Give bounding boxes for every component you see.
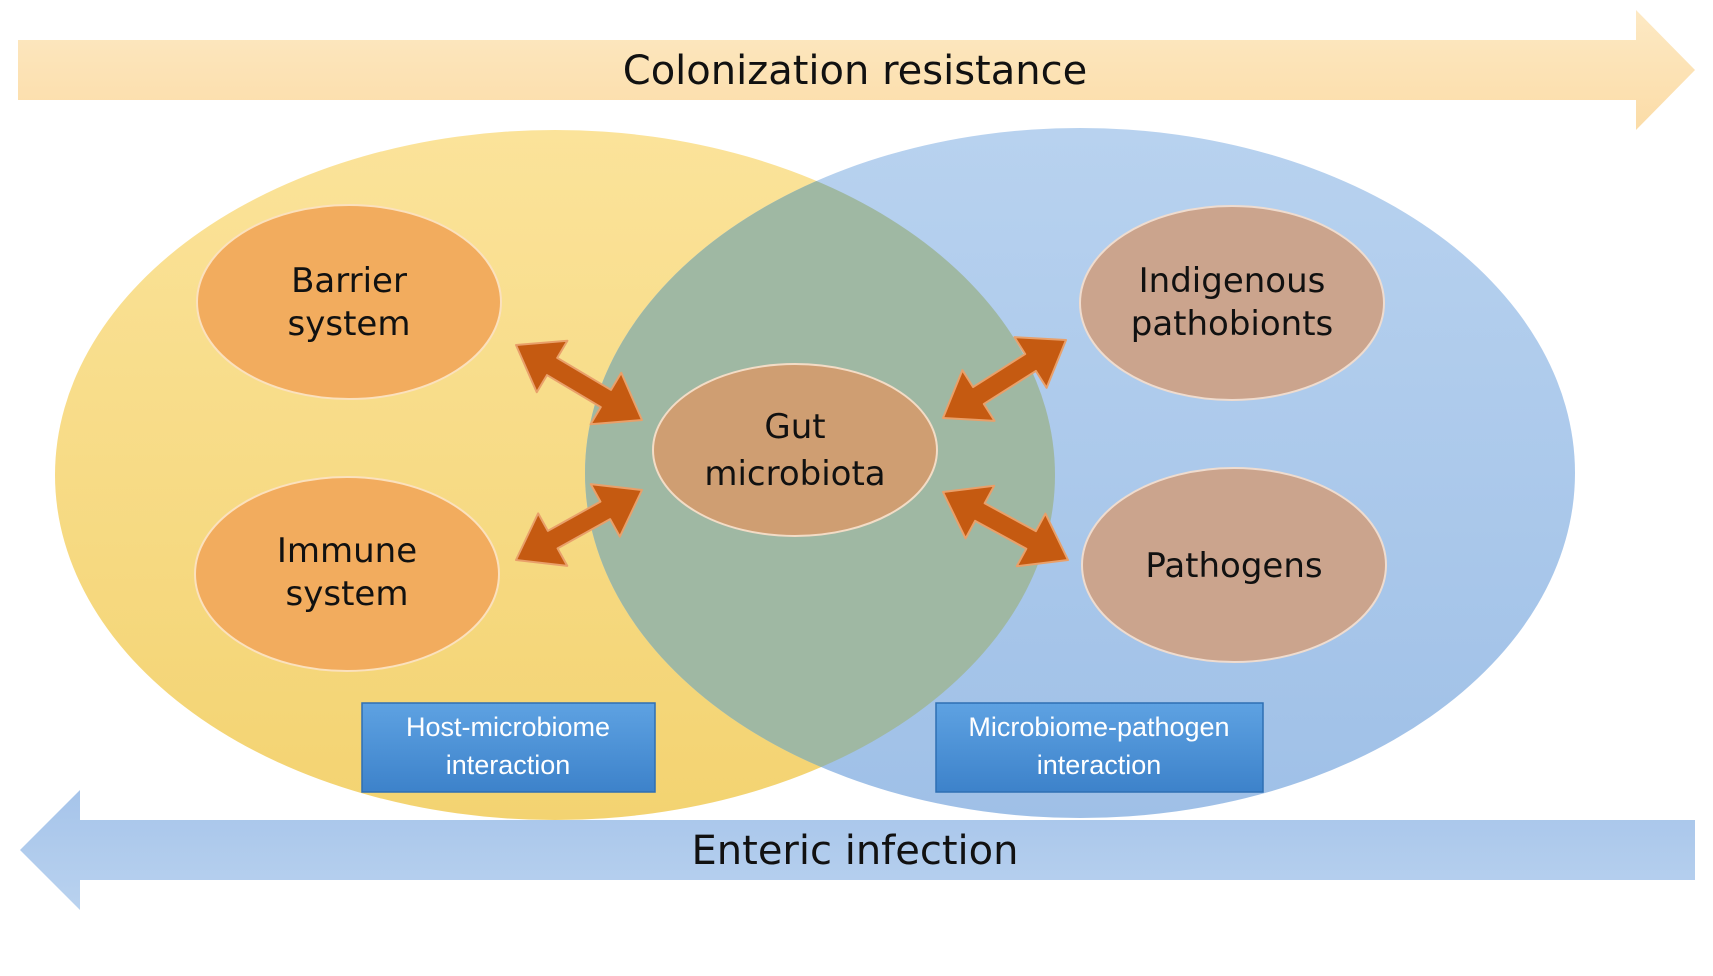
pathogens-line1: Pathogens (1145, 546, 1322, 586)
pathogens-node: Pathogens (1081, 467, 1387, 663)
microbe-box-line2: interaction (1037, 750, 1162, 780)
indigenous-pathobionts-node: Indigenous pathobionts (1079, 205, 1385, 401)
colonization-resistance-arrow: Colonization resistance (18, 10, 1695, 130)
double-arrow-barrier-gut (515, 339, 643, 426)
immune-system-node: Immune system (194, 476, 500, 672)
immune-line2: system (286, 574, 409, 614)
gut-microbiota-node: Gut microbiota (652, 363, 938, 537)
gut-line2: microbiota (704, 454, 885, 494)
barrier-system-node: Barrier system (196, 204, 502, 400)
host-box-line2: interaction (446, 750, 571, 780)
double-arrow-pathogens-gut (941, 484, 1069, 568)
host-box-line1: Host-microbiome (406, 712, 610, 742)
bottom-arrow-label: Enteric infection (692, 828, 1019, 874)
interaction-arrows (515, 336, 1069, 568)
enteric-infection-arrow: Enteric infection (20, 790, 1695, 910)
double-arrow-immune-gut (515, 483, 644, 567)
microbiome-pathogen-box: Microbiome-pathogen interaction (935, 702, 1264, 793)
bottom-arrow-shape (20, 790, 1695, 910)
indigenous-line1: Indigenous (1139, 261, 1326, 301)
overlap-region (585, 130, 1055, 818)
host-microbiome-box: Host-microbiome interaction (361, 702, 656, 793)
microbe-box-line1: Microbiome-pathogen (968, 712, 1229, 742)
gut-line1: Gut (764, 407, 825, 447)
indigenous-line2: pathobionts (1131, 304, 1334, 344)
double-arrow-pathobionts-gut (941, 336, 1067, 422)
top-arrow-label: Colonization resistance (623, 48, 1087, 94)
top-arrow-shape (18, 10, 1695, 130)
barrier-line1: Barrier (291, 261, 407, 301)
immune-line1: Immune (277, 531, 417, 571)
barrier-line2: system (288, 304, 411, 344)
